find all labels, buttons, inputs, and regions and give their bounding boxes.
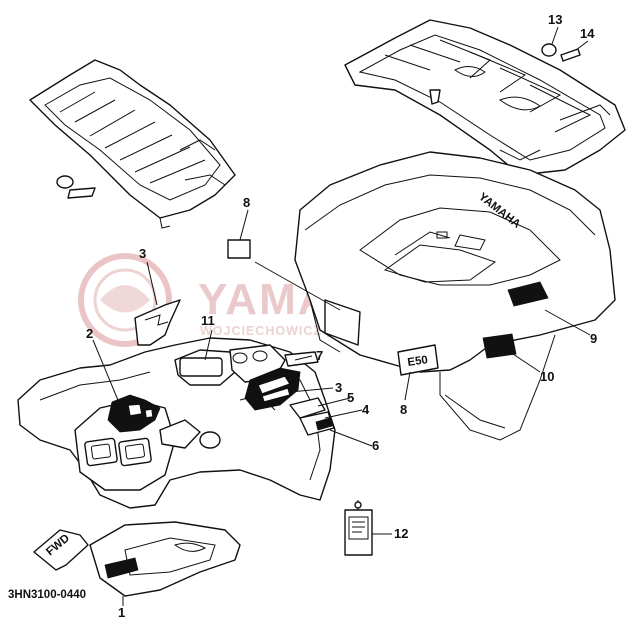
front-carrier [29, 59, 236, 229]
callout-5: 5 [347, 390, 354, 405]
callouts: 1 2 3 3 4 5 6 7 8 8 9 10 11 12 13 14 [86, 12, 597, 620]
switch-panel-11 [179, 357, 223, 377]
callout-13: 13 [548, 12, 562, 27]
callout-9: 9 [590, 331, 597, 346]
callout-10: 10 [540, 369, 554, 384]
emblem-text: E50 [407, 354, 429, 369]
decal-9 [507, 281, 549, 307]
callout-14: 14 [580, 26, 595, 41]
callout-3a: 3 [139, 246, 146, 261]
decal-8-top [227, 239, 251, 259]
rear-fender: YAMAHA [294, 151, 616, 441]
front-fender [17, 337, 336, 509]
decal-10 [482, 333, 517, 359]
callout-1: 1 [118, 605, 125, 620]
callout-8a: 8 [243, 195, 250, 210]
callout-8b: 8 [400, 402, 407, 417]
emblem-decal-8 [397, 344, 439, 376]
cap-14 [560, 48, 581, 62]
decal-7 [284, 351, 319, 367]
undercover-1 [89, 521, 241, 597]
callout-7: 7 [316, 348, 323, 363]
callout-2: 2 [86, 326, 93, 341]
watermark-logo-icon [78, 253, 172, 347]
fwd-arrow-decal [33, 529, 89, 571]
decal-3-top [134, 299, 181, 346]
callout-12: 12 [394, 526, 408, 541]
diagram-part-code: 3HN3100-0440 [8, 589, 86, 601]
decal-5 [289, 397, 326, 419]
callout-6: 6 [372, 438, 379, 453]
callout-3b: 3 [335, 380, 342, 395]
callout-4: 4 [362, 402, 370, 417]
leader-lines [92, 26, 591, 606]
cap-13 [541, 43, 557, 57]
callout-11: 11 [201, 313, 215, 328]
rear-carrier [344, 19, 626, 176]
